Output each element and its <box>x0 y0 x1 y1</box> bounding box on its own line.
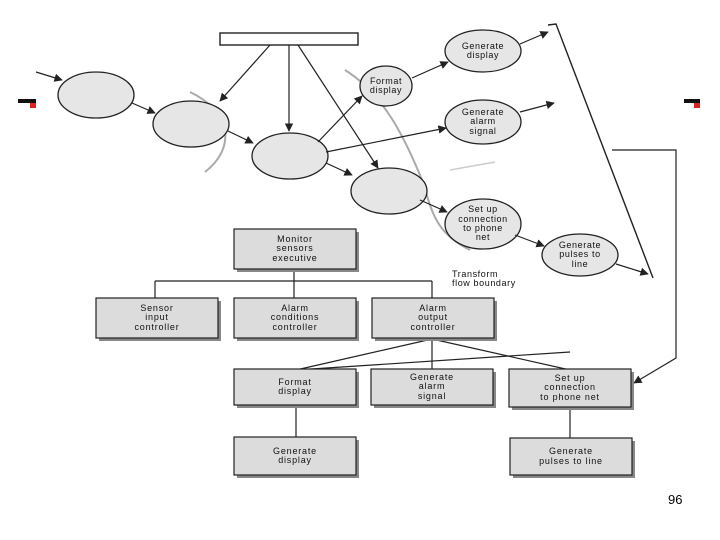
bubble-label-generate-pulses: Generate pulses to line <box>558 239 602 269</box>
dfd-flow-arrows <box>35 31 649 276</box>
hierarchy-boxes <box>95 228 635 478</box>
box-alarm-output <box>371 297 495 339</box>
faint-line <box>449 161 496 171</box>
bracket-to-setup-arrow <box>612 149 677 384</box>
box-label-monitor-sensors: Monitor sensors executive <box>272 233 318 263</box>
bubble-unlabeled-1 <box>57 71 135 119</box>
box-sensor-input <box>95 297 219 339</box>
box-set-up-connection <box>508 368 632 408</box>
red-marker-right <box>684 99 700 108</box>
box-generate-display <box>233 436 357 476</box>
transform-flow-boundary-label: Transform flow boundary <box>452 268 516 288</box>
page-number: 96 <box>668 492 683 507</box>
box-monitor-sensors <box>233 228 357 270</box>
bubble-label-set-up-connection: Set up connection to phone net <box>458 204 508 243</box>
box-format-display <box>233 368 357 406</box>
hierarchy-connectors <box>154 270 571 438</box>
data-store-bar <box>219 32 359 46</box>
red-marker-left <box>18 99 36 108</box>
box-label-format-display: Format display <box>278 376 312 396</box>
box-label-set-up-connection: Set up connection to phone net <box>540 372 600 402</box>
bubble-format-display <box>359 65 413 107</box>
box-label-alarm-conditions: Alarm conditions controller <box>270 302 320 332</box>
bubble-label-generate-display: Generate display <box>461 40 505 60</box>
bubble-unlabeled-4 <box>350 167 428 215</box>
bubble-label-generate-alarm-signal: Generate alarm signal <box>461 106 505 136</box>
box-label-generate-display: Generate display <box>273 445 317 465</box>
bubble-unlabeled-3 <box>251 132 329 180</box>
box-label-alarm-output: Alarm output controller <box>410 302 456 332</box>
bubble-generate-pulses <box>541 233 619 277</box>
bubble-label-format-display: Format display <box>369 75 403 95</box>
box-label-sensor-input: Sensor input controller <box>134 302 180 332</box>
box-alarm-conditions <box>233 297 357 339</box>
box-generate-pulses <box>509 437 633 476</box>
bubble-generate-alarm-signal <box>444 99 522 145</box>
bubble-unlabeled-2 <box>152 100 230 148</box>
box-generate-alarm-signal <box>370 368 494 406</box>
box-label-generate-pulses: Generate pulses to line <box>539 446 603 466</box>
bracket-line <box>547 23 654 279</box>
box-label-generate-alarm-signal: Generate alarm signal <box>410 371 454 401</box>
bubble-set-up-connection <box>444 198 522 250</box>
bubble-generate-display <box>444 29 522 73</box>
